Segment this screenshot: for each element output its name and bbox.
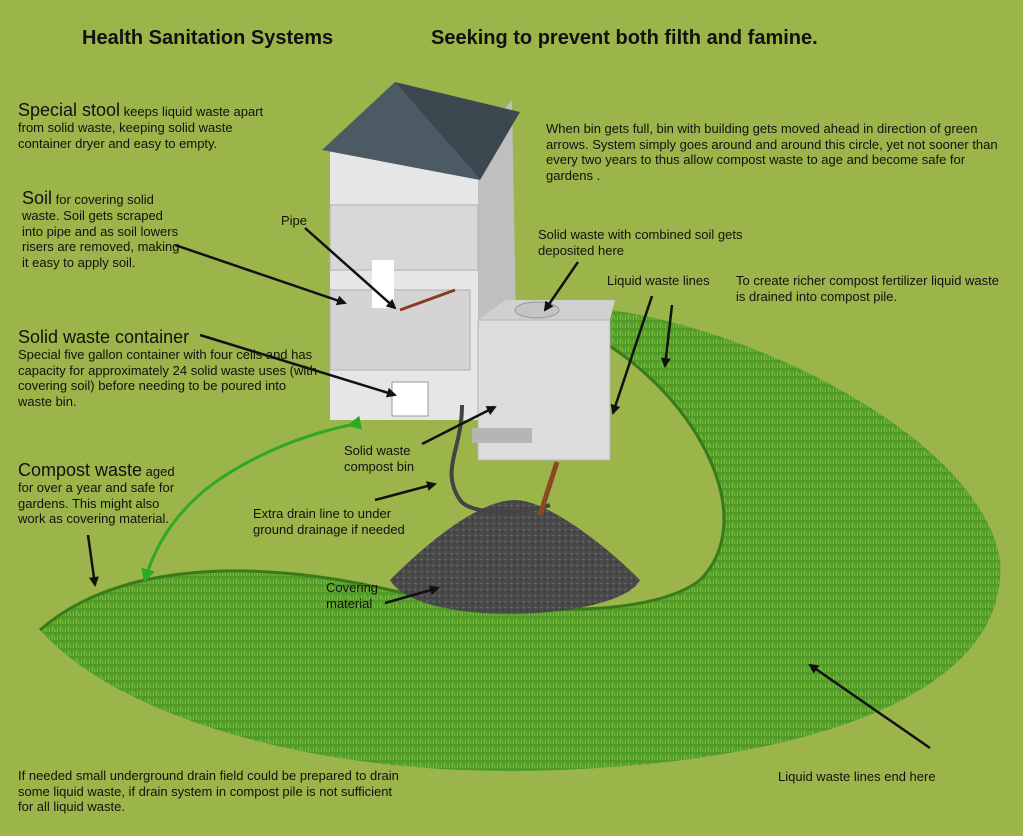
green-direction-arrow-2	[141, 488, 206, 583]
covering-material-pile	[390, 500, 640, 614]
compost-waste-heading: Compost waste	[18, 460, 143, 480]
special-stool-text: keeps liquid waste apart from solid wast…	[18, 104, 264, 151]
title-left: Health Sanitation Systems	[82, 27, 334, 49]
label-solid-deposit: Solid waste with combined soil gets depo…	[538, 227, 743, 258]
label-solid-waste-container: Solid waste container Special five gallo…	[18, 327, 323, 409]
title-right: Seeking to prevent both filth and famine…	[431, 27, 818, 49]
label-liquid-waste-lines: Liquid waste lines	[607, 273, 710, 288]
extra-drain-line	[449, 404, 551, 514]
special-stool-heading: Special stool	[18, 100, 121, 120]
label-compost-waste: Compost waste aged for over a year and s…	[18, 460, 178, 527]
label-covering-material: Covering material	[326, 580, 379, 611]
label-soil: Soil for covering solid waste. Soil gets…	[22, 188, 182, 270]
compost-bin	[472, 300, 615, 461]
liquid-drain-pipe	[537, 461, 560, 516]
label-richer-compost: To create richer compost fertilizer liqu…	[736, 273, 999, 304]
label-liquid-lines-end: Liquid waste lines end here	[778, 769, 936, 784]
label-bin-full: When bin gets full, bin with building ge…	[546, 121, 998, 183]
toilet-building	[322, 82, 520, 450]
label-extra-drain: Extra drain line to under ground drainag…	[253, 506, 405, 537]
soil-heading: Soil	[22, 188, 53, 208]
solid-container-text: Special five gallon container with four …	[18, 347, 318, 409]
label-pipe: Pipe	[281, 213, 308, 228]
label-special-stool: Special stool keeps liquid waste apart f…	[18, 100, 288, 151]
soil-text: for covering solid waste. Soil gets scra…	[22, 192, 180, 270]
green-direction-arrow-1	[204, 415, 363, 492]
solid-container-heading: Solid waste container	[18, 327, 190, 347]
label-drain-field: If needed small underground drain field …	[18, 768, 399, 814]
label-compost-bin: Solid waste compost bin	[344, 443, 415, 474]
compost-waste-text: aged for over a year and safe for garden…	[18, 464, 175, 526]
pointer-arrows	[86, 227, 931, 750]
